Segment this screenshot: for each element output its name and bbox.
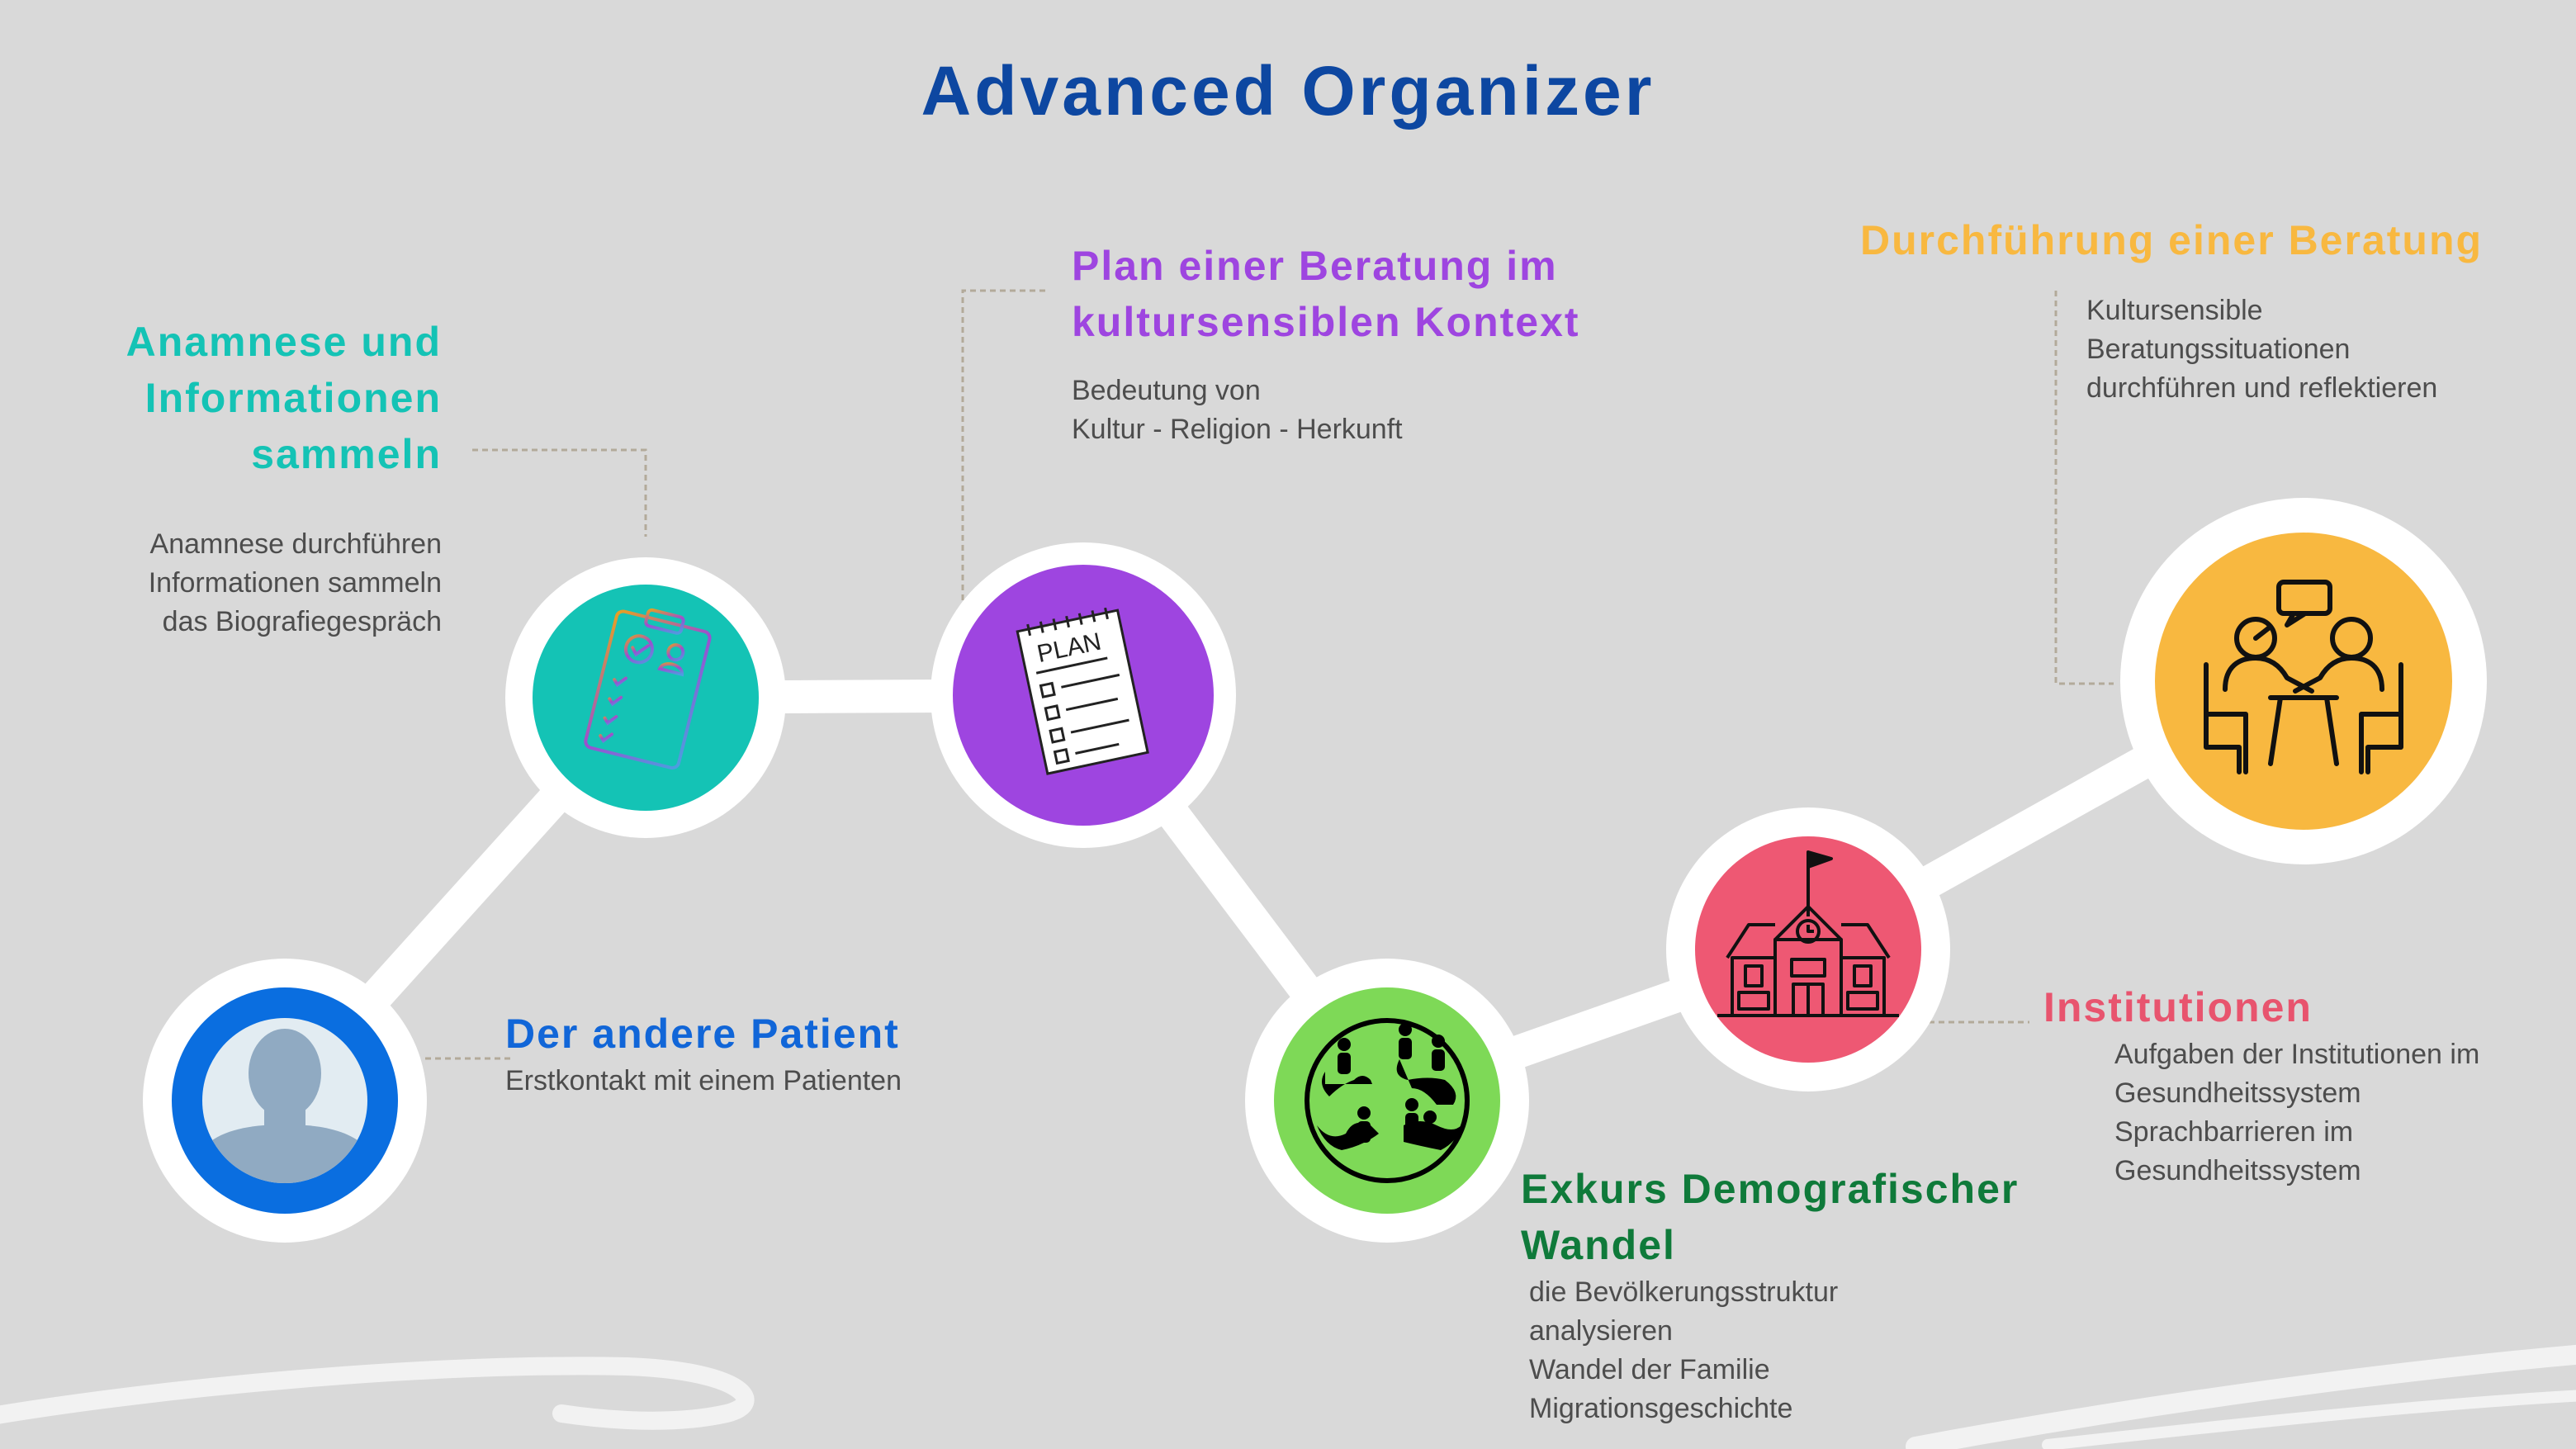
clipboard-checklist-icon [584, 608, 712, 770]
node-beratung [2120, 498, 2487, 864]
leader-anamnese [472, 448, 647, 537]
step-description: Anamnese durchführen Informationen samme… [148, 528, 442, 637]
node-plan: PLAN [930, 542, 1236, 848]
step-institutionen-label: Institutionen Aufgaben der Institutionen… [2043, 979, 2479, 1191]
step-plan-label: Plan einer Beratung im kultursensiblen K… [1072, 238, 1580, 449]
brush-stroke-right [1906, 1344, 2576, 1449]
brush-stroke-left [0, 1357, 755, 1430]
population-groups-icon [1305, 1018, 1470, 1183]
step-beratung-label: Durchführung einer Beratung Kultursensib… [1860, 212, 2483, 408]
brush-stroke-right-2 [2042, 1390, 2576, 1449]
step-heading: Institutionen [2043, 984, 2313, 1030]
step-heading: Der andere Patient [505, 1011, 900, 1057]
node-patient [143, 959, 427, 1243]
step-heading: Plan einer Beratung im kultursensiblen K… [1072, 243, 1580, 345]
person-silhouette-icon [202, 1018, 367, 1183]
page-title: Advanced Organizer [921, 52, 1655, 130]
step-description: die Bevölkerungsstruktur analysieren Wan… [1529, 1276, 1839, 1424]
step-description: Erstkontakt mit einem Patienten [505, 1065, 902, 1096]
leader-plan [961, 289, 1045, 603]
leader-beratung [2054, 291, 2114, 685]
plan-notepad-icon: PLAN [1016, 607, 1149, 775]
step-heading: Exkurs Demografischer Wandel [1521, 1166, 2020, 1268]
consultation-meeting-icon [2204, 580, 2403, 774]
node-demografie [1245, 959, 1529, 1243]
school-building-icon [1717, 850, 1899, 1017]
node-institutionen [1666, 807, 1950, 1091]
step-description: Bedeutung von Kultur - Religion - Herkun… [1072, 375, 1403, 445]
node-anamnese [505, 557, 786, 838]
leader-lines [425, 289, 2114, 1060]
step-anamnese-label: Anamnese und Informationen sammeln Anamn… [126, 314, 442, 642]
step-demografie-label: Exkurs Demografischer Wandel die Bevölke… [1521, 1161, 2019, 1428]
step-description: Aufgaben der Institutionen im Gesundheit… [2114, 1039, 2480, 1186]
step-description: Kultursensible Beratungssituationen durc… [2086, 295, 2438, 404]
step-heading: Durchführung einer Beratung [1860, 217, 2484, 263]
step-heading: Anamnese und Informationen sammeln [125, 319, 442, 477]
step-patient-label: Der andere Patient Erstkontakt mit einem… [505, 1006, 902, 1101]
